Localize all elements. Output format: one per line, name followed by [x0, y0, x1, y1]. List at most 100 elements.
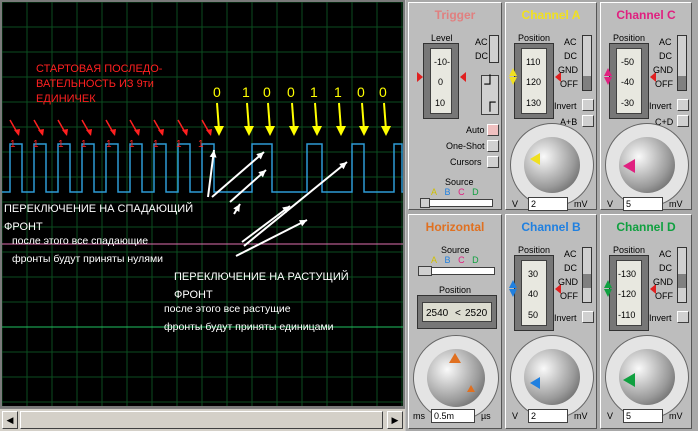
- ch-c-volts-knob[interactable]: [619, 137, 675, 193]
- ch-c-position-slider[interactable]: -50 -40 -30: [604, 43, 656, 119]
- horizontal-scrollbar[interactable]: ◀ ▶: [0, 408, 405, 431]
- scale-label: 110: [526, 57, 541, 67]
- switch-thumb: [583, 274, 591, 288]
- scale-label: 10: [435, 98, 446, 108]
- ch-b-invert-button[interactable]: [582, 311, 594, 323]
- bit-arrowhead: [359, 126, 369, 136]
- ch-c-invert-label: Invert: [649, 101, 672, 111]
- auto-button[interactable]: [487, 124, 499, 136]
- ch-a-combine-button[interactable]: [582, 115, 594, 127]
- bit-arrow: [361, 102, 365, 131]
- ch-b-position-label: Position: [518, 245, 551, 255]
- note-arrowhead: [256, 152, 264, 160]
- coupling-switch[interactable]: [489, 35, 499, 63]
- start-sequence-arrowhead: [158, 129, 164, 136]
- ch-a-combine-label: A+B: [560, 117, 578, 127]
- h-source-thumb[interactable]: [418, 266, 432, 276]
- h-pos-mid: <: [455, 308, 461, 319]
- timebase-value: 0.5m: [431, 409, 475, 423]
- ch-a-position-slider[interactable]: 110 120 130: [509, 43, 561, 119]
- bit-label: 1: [242, 84, 250, 100]
- ch-c-invert-button[interactable]: [677, 99, 689, 111]
- coupling-off: OFF: [560, 79, 578, 89]
- start-sequence-note: СТАРТОВАЯ ПОСЛЕДО- ВАТЕЛЬНОСТЬ ИЗ 9ти ЕД…: [36, 63, 163, 105]
- ch-c-combine-button[interactable]: [677, 115, 689, 127]
- coupling-off: OFF: [655, 79, 673, 89]
- source-thumb[interactable]: [420, 198, 430, 208]
- knob-pointer-icon: [530, 377, 540, 389]
- scale-label: 40: [528, 289, 539, 299]
- ch-a-marker-down-icon: [509, 77, 517, 85]
- bit-arrowhead: [336, 126, 346, 136]
- scrollbar-thumb[interactable]: [20, 411, 383, 429]
- one-label: 1: [198, 139, 204, 150]
- note-arrowhead: [299, 220, 307, 227]
- bit-arrowhead: [381, 126, 391, 136]
- ch-c-marker-down-icon: [604, 77, 612, 85]
- ch-b-position-slider[interactable]: 30 40 50: [509, 255, 561, 331]
- note-arrow: [235, 219, 308, 257]
- ch-c-volts-value: 5: [623, 197, 663, 211]
- ch-a-invert-button[interactable]: [582, 99, 594, 111]
- level-slider[interactable]: -10- 0 10: [417, 43, 466, 119]
- coupling-dc: DC: [659, 51, 672, 61]
- ch-d-scale: -130 -120 -110: [616, 260, 642, 326]
- rising-edge-title: ПЕРЕКЛЮЧЕНИЕ НА РАСТУЩИЙ ФРОНТ: [174, 271, 349, 301]
- ch-b-coupling-switch[interactable]: [582, 247, 592, 303]
- scale-label: 50: [528, 310, 539, 320]
- h-position-label: Position: [439, 285, 472, 295]
- channel-d-section: Channel D Position -130 -120 -110 AC DC …: [600, 214, 692, 429]
- channel-c-title: Channel C: [616, 8, 676, 22]
- falling-edge-note: после этого все спадающие фронты будут п…: [12, 235, 164, 265]
- bit-arrow: [246, 102, 250, 131]
- ch-d-invert-label: Invert: [649, 313, 672, 323]
- scale-label: -130: [618, 269, 637, 279]
- knob-pointer-icon: [623, 159, 635, 173]
- source-selector[interactable]: [420, 198, 493, 208]
- note-arrow: [211, 151, 265, 198]
- h-position-control[interactable]: 2540 < 2520: [417, 295, 497, 329]
- note-arrow: [241, 205, 291, 243]
- ch-a-coupling-switch[interactable]: [582, 35, 592, 91]
- horizontal-section: Horizontal Source A B C D Position 2540 …: [408, 214, 502, 429]
- channel-b-trace: [2, 143, 403, 193]
- one-label: 1: [129, 139, 135, 150]
- edge-polarity-switch[interactable]: ┘┌: [481, 75, 499, 115]
- scale-label: -110: [618, 310, 636, 320]
- bit-label: 0: [357, 84, 365, 100]
- channel-b-title: Channel B: [521, 220, 581, 234]
- one-shot-button[interactable]: [487, 140, 499, 152]
- start-sequence-arrowhead: [62, 129, 68, 136]
- cursors-button[interactable]: [487, 156, 499, 168]
- scroll-right-button[interactable]: ▶: [387, 411, 403, 429]
- note-arrowhead: [339, 162, 347, 170]
- ch-d-coupling-switch[interactable]: [677, 247, 687, 303]
- ch-d-invert-button[interactable]: [677, 311, 689, 323]
- start-sequence-arrowhead: [206, 129, 212, 136]
- knob-pointer-icon: [623, 373, 635, 387]
- scope-graticule: [2, 2, 403, 406]
- ch-a-volts-knob[interactable]: [524, 137, 580, 193]
- timebase-knob[interactable]: [427, 349, 485, 407]
- ch-c-coupling-switch[interactable]: [677, 35, 687, 91]
- start-sequence-arrowhead: [38, 129, 44, 136]
- ch-a-invert-label: Invert: [554, 101, 577, 111]
- scroll-left-button[interactable]: ◀: [2, 411, 18, 429]
- oscilloscope-screen: СТАРТОВАЯ ПОСЛЕДО- ВАТЕЛЬНОСТЬ ИЗ 9ти ЕД…: [0, 0, 405, 408]
- trigger-section: Trigger Level -10- 0 10 AC DC ┘┌ Auto On…: [408, 2, 502, 210]
- horizontal-title: Horizontal: [425, 220, 485, 234]
- ch-b-volts-knob[interactable]: [524, 349, 580, 405]
- level-marker-icon: [417, 72, 423, 82]
- ch-d-volts-knob[interactable]: [619, 349, 675, 405]
- ch-c-combine-label: C+D: [655, 117, 674, 127]
- ch-a-position-label: Position: [518, 33, 551, 43]
- coupling-dc: DC: [659, 263, 672, 273]
- ch-d-position-slider[interactable]: -130 -120 -110: [604, 255, 656, 331]
- h-source-selector[interactable]: [418, 266, 495, 276]
- ch-c-scale: -50 -40 -30: [616, 48, 642, 114]
- note-arrow: [229, 169, 267, 203]
- coupling-ac: AC: [564, 37, 577, 47]
- channel-a-section: Channel A Position 110 120 130 AC DC GND…: [505, 2, 597, 211]
- bit-arrow: [338, 102, 342, 131]
- trigger-title: Trigger: [434, 8, 476, 22]
